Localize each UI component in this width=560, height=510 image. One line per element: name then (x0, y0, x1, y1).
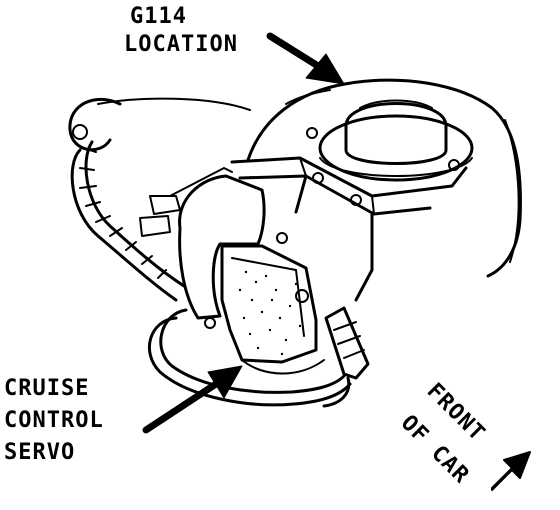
front-of-car-arrow (491, 451, 531, 491)
servo-shading (238, 270, 302, 356)
g114-arrow (266, 32, 345, 85)
servo-arrow (142, 365, 243, 434)
servo-body (139, 167, 325, 375)
bolts (204, 127, 460, 329)
servo-connector (322, 306, 370, 408)
wiring-harness (68, 97, 352, 407)
servo-label-line3: SERVO (4, 440, 76, 465)
g114-location-label: LOCATION (124, 32, 238, 57)
servo-label-line1: CRUISE (4, 376, 90, 401)
servo-label-line2: CONTROL (4, 408, 104, 433)
blower-housing (246, 78, 522, 278)
motor-dome (318, 99, 474, 182)
mounting-bracket (230, 156, 468, 302)
g114-label: G114 (130, 4, 187, 29)
